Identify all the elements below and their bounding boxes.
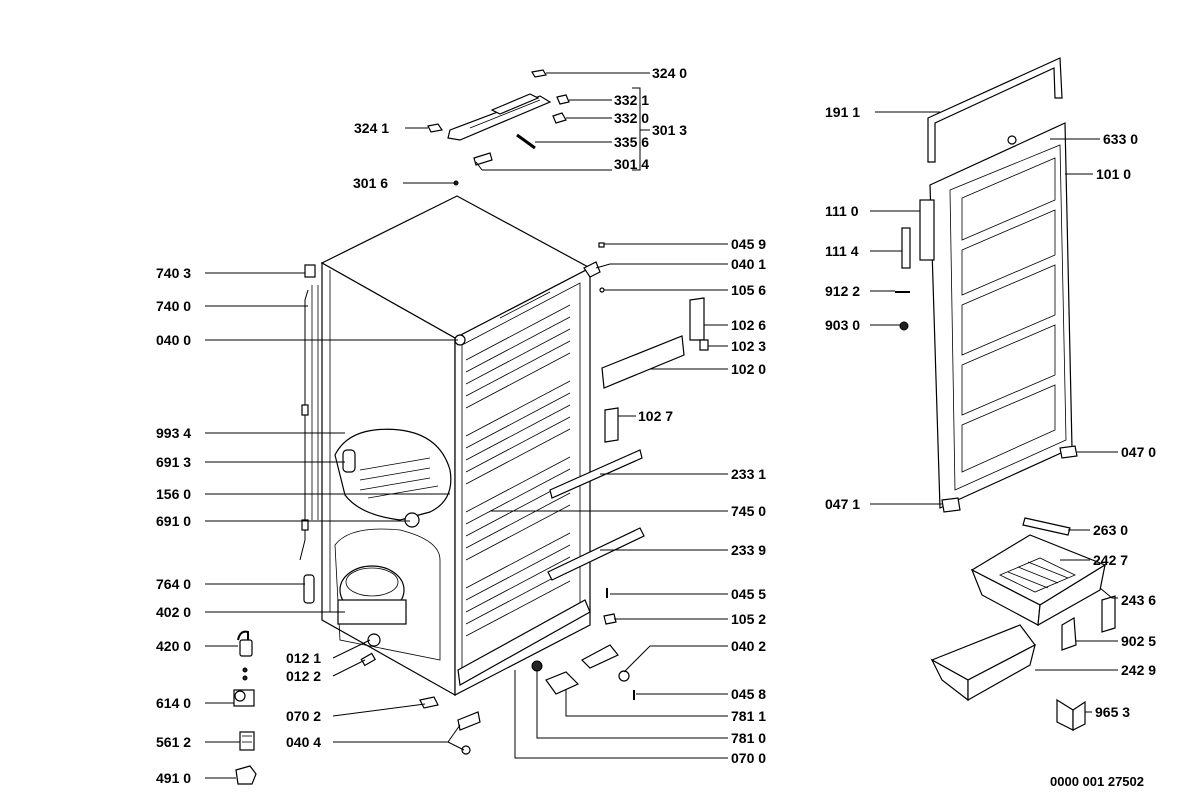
part-label: 691 0	[156, 513, 191, 529]
cabinet-accessories	[531, 242, 709, 700]
part-label: 233 9	[731, 542, 766, 558]
part-labels: 324 0 332 1 332 0 301 3 324 1 335 6 301 …	[156, 65, 1156, 789]
part-label: 242 9	[1121, 662, 1156, 678]
part-label: 105 6	[731, 282, 766, 298]
part-label: 040 1	[731, 256, 766, 272]
control-panel-parts	[427, 69, 570, 186]
part-label: 102 3	[731, 338, 766, 354]
part-label: 040 4	[286, 734, 321, 750]
part-label: 263 0	[1093, 522, 1128, 538]
part-label: 781 0	[731, 730, 766, 746]
part-label: 965 3	[1095, 704, 1130, 720]
part-label: 012 2	[286, 668, 321, 684]
compressor	[303, 565, 407, 667]
part-label: 047 0	[1121, 444, 1156, 460]
document-number: 0000 001 27502	[1050, 774, 1144, 789]
part-label: 993 4	[156, 425, 191, 441]
part-label: 233 1	[731, 466, 766, 482]
part-label: 045 8	[731, 686, 766, 702]
part-label: 045 5	[731, 586, 766, 602]
part-label: 156 0	[156, 486, 191, 502]
part-label: 902 5	[1121, 633, 1156, 649]
part-label: 402 0	[156, 604, 191, 620]
small-electrical-parts	[233, 630, 481, 785]
part-label: 764 0	[156, 576, 191, 592]
part-label: 332 1	[614, 92, 649, 108]
part-label: 243 6	[1121, 592, 1156, 608]
part-label: 335 6	[614, 134, 649, 150]
part-label: 301 3	[652, 122, 687, 138]
part-label: 102 7	[638, 408, 673, 424]
part-label: 301 6	[353, 175, 388, 191]
part-label: 691 3	[156, 454, 191, 470]
part-label: 191 1	[825, 104, 860, 120]
part-label: 070 2	[286, 708, 321, 724]
part-label: 903 0	[825, 317, 860, 333]
part-label: 745 0	[731, 503, 766, 519]
part-label: 047 1	[825, 496, 860, 512]
part-label: 614 0	[156, 695, 191, 711]
part-label: 101 0	[1096, 166, 1131, 182]
part-label: 102 0	[731, 361, 766, 377]
wire-shelves	[465, 304, 571, 637]
part-label: 324 1	[354, 120, 389, 136]
part-label: 045 9	[731, 236, 766, 252]
part-label: 040 0	[156, 332, 191, 348]
part-label: 070 0	[731, 750, 766, 766]
part-label: 912 2	[825, 283, 860, 299]
part-label: 102 6	[731, 317, 766, 333]
door-assembly	[895, 57, 1078, 513]
part-label: 740 3	[156, 265, 191, 281]
leader-lines	[205, 72, 1118, 779]
part-label: 740 0	[156, 298, 191, 314]
part-label: 633 0	[1103, 131, 1138, 147]
drawers	[930, 517, 1116, 731]
part-label: 040 2	[731, 638, 766, 654]
part-label: 491 0	[156, 770, 191, 786]
part-label: 111 0	[825, 203, 859, 219]
part-label: 324 0	[652, 65, 687, 81]
condenser-and-cabling	[299, 264, 452, 661]
part-label: 111 4	[825, 243, 859, 259]
part-label: 561 2	[156, 734, 191, 750]
part-label: 301 4	[614, 156, 649, 172]
part-label: 242 7	[1093, 552, 1128, 568]
part-label: 332 0	[614, 110, 649, 126]
part-label: 781 1	[731, 708, 766, 724]
part-label: 420 0	[156, 638, 191, 654]
part-label: 105 2	[731, 611, 766, 627]
part-label: 012 1	[286, 650, 321, 666]
